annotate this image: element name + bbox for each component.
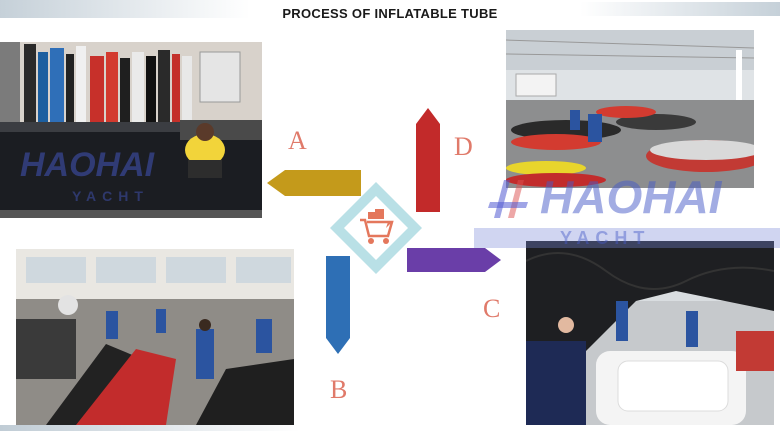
watermark-sub-right: YACHT bbox=[560, 228, 651, 248]
arrow-c bbox=[407, 248, 501, 277]
page-title: PROCESS OF INFLATABLE TUBE bbox=[282, 6, 498, 21]
photo-workshop-assembly bbox=[16, 249, 294, 425]
arrow-a bbox=[267, 170, 361, 201]
photo-material-cutting bbox=[0, 42, 262, 218]
photo-finished-boats bbox=[506, 30, 754, 188]
watermark-logo-right-icon bbox=[486, 178, 536, 220]
decorative-band-top-right bbox=[580, 2, 780, 16]
watermark-sub-left: YACHT bbox=[72, 188, 149, 204]
watermark-brand-right: HAOHAI bbox=[540, 171, 722, 223]
arrow-d bbox=[416, 108, 440, 217]
photo-inflation-test bbox=[526, 241, 774, 425]
step-label-d: D bbox=[454, 132, 473, 161]
step-label-b: B bbox=[330, 375, 348, 404]
shopping-cart-icon bbox=[358, 208, 396, 246]
center-diamond bbox=[326, 178, 426, 278]
watermark-band-right bbox=[474, 228, 780, 248]
step-label-a: A bbox=[288, 126, 307, 155]
decorative-band-top-left bbox=[0, 0, 250, 18]
watermark-brand-left: HAOHAI bbox=[20, 146, 155, 184]
step-label-c: C bbox=[483, 294, 501, 323]
arrow-b bbox=[326, 256, 350, 359]
decorative-band-bottom-left bbox=[0, 425, 300, 431]
